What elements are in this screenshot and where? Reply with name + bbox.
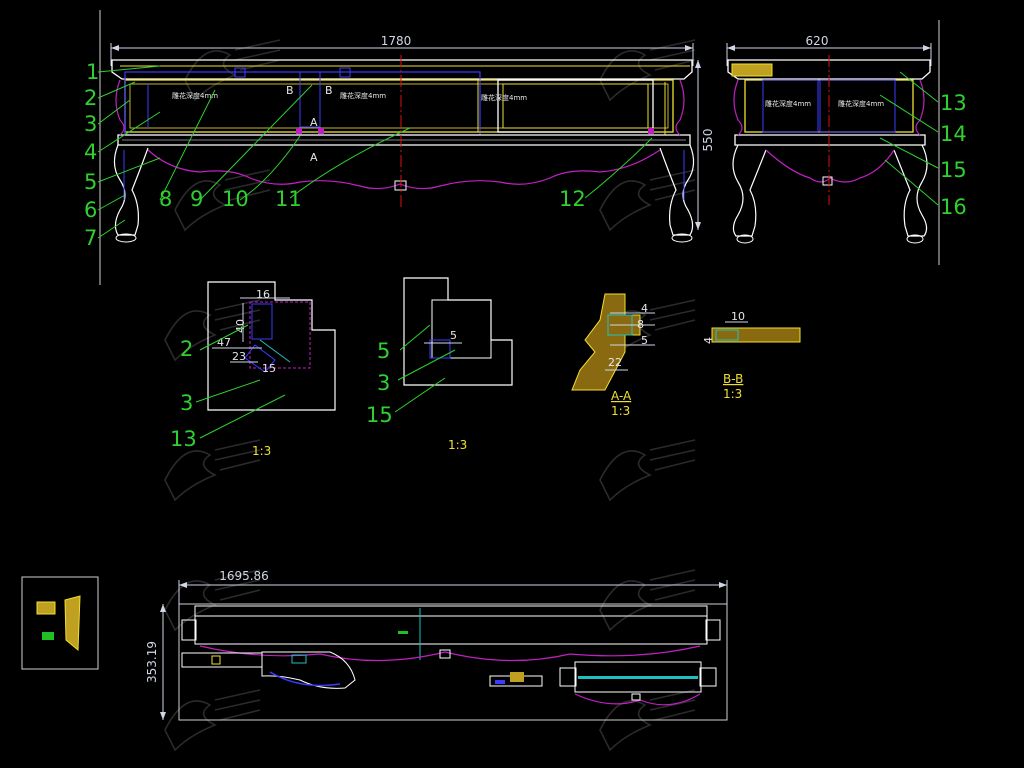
- section-mark: B: [325, 84, 333, 97]
- callout-label: 13: [170, 427, 197, 451]
- callout-label: 11: [275, 187, 302, 211]
- callout-label: 12: [559, 187, 586, 211]
- detail-2: 5 5 3 15 1:3: [366, 277, 513, 452]
- scale-label: 1:3: [448, 438, 467, 452]
- dim-label: 22: [608, 356, 622, 369]
- watermark-icon: [184, 39, 281, 102]
- callout-label: 2: [84, 86, 97, 110]
- front-view: 1780 550: [84, 10, 715, 285]
- callout-label: 16: [940, 195, 967, 219]
- callout-label: 1: [86, 60, 99, 84]
- callout-label: 3: [84, 112, 97, 136]
- callout-label: 10: [222, 187, 249, 211]
- scale-label: 1:3: [611, 404, 630, 418]
- dim-label: 16: [256, 288, 270, 301]
- dim-label: 40: [234, 319, 247, 333]
- callout-label: 5: [84, 170, 97, 194]
- thumbnail-view: [21, 576, 99, 670]
- watermark-icon: [599, 439, 696, 502]
- callout-label: 14: [940, 122, 967, 146]
- detail-1: 16 40 47 23 15 2 3 13 1:3: [170, 281, 336, 458]
- watermark-layer: [164, 39, 696, 752]
- watermark-icon: [164, 689, 261, 752]
- plan-width-label: 353.19: [145, 641, 159, 683]
- carving-note: 雕花深度4mm: [172, 91, 218, 100]
- callout-label: 2: [180, 337, 193, 361]
- scale-label: 1:3: [723, 387, 742, 401]
- carving-note: 雕花深度4mm: [765, 99, 811, 108]
- dim-label: 23: [232, 350, 246, 363]
- carving-note: 雕花深度4mm: [340, 91, 386, 100]
- carving-note: 雕花深度4mm: [481, 93, 527, 102]
- watermark-icon: [599, 569, 696, 632]
- dim-label: 10: [731, 310, 745, 323]
- section-title: B-B: [723, 372, 743, 386]
- callout-label: 9: [190, 187, 203, 211]
- dim-label: 4: [702, 337, 715, 344]
- dim-label: 8: [637, 318, 644, 331]
- callout-label: 3: [180, 391, 193, 415]
- callout-label: 3: [377, 371, 390, 395]
- callout-label: 7: [84, 226, 97, 250]
- side-view: 620 雕花深度4mm 雕花深度4mm 13 14 15 16: [726, 20, 967, 265]
- plan-length-label: 1695.86: [219, 569, 269, 583]
- plan-view: 1695.86 353.19: [145, 569, 728, 721]
- callout-label: 15: [940, 158, 967, 182]
- section-mark: A: [310, 116, 318, 129]
- height-label: 550: [701, 129, 715, 152]
- callout-label: 4: [84, 140, 97, 164]
- scale-label: 1:3: [252, 444, 271, 458]
- section-a: 4 8 5 22 A-A 1:3: [571, 293, 655, 418]
- dim-label: 4: [641, 302, 648, 315]
- section-mark: A: [310, 151, 318, 164]
- callout-label: 15: [366, 403, 393, 427]
- section-b: 10 4 B-B 1:3: [702, 310, 801, 401]
- watermark-icon: [174, 169, 271, 232]
- section-mark: B: [286, 84, 294, 97]
- carving-note: 雕花深度4mm: [838, 99, 884, 108]
- overall-width-label: 620: [806, 34, 829, 48]
- dim-label: 5: [450, 329, 457, 342]
- callout-label: 5: [377, 339, 390, 363]
- dim-label: 5: [641, 334, 648, 347]
- dim-label: 15: [262, 362, 276, 375]
- callout-label: 13: [940, 91, 967, 115]
- callout-label: 6: [84, 198, 97, 222]
- watermark-icon: [599, 169, 696, 232]
- watermark-icon: [164, 439, 261, 502]
- callout-label: 8: [159, 187, 172, 211]
- overall-length-label: 1780: [381, 34, 412, 48]
- section-title: A-A: [611, 389, 632, 403]
